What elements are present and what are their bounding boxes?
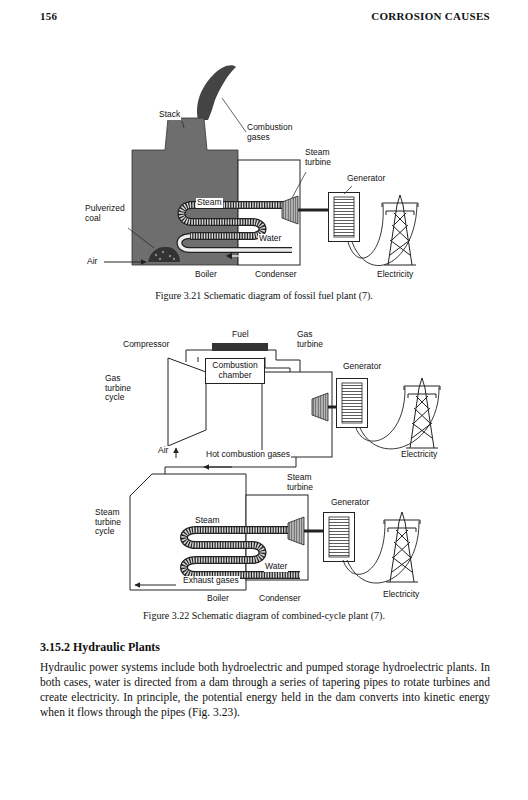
part-label: Stack: [158, 110, 181, 120]
boiler-body: Steam: [130, 474, 246, 590]
body-paragraph: Hydraulic power systems include both hyd…: [40, 660, 490, 720]
part-label: Gas turbine: [296, 330, 336, 349]
node-text: Combustion chamber: [206, 359, 264, 382]
part-label: Steam turbine: [304, 148, 348, 167]
part-label: Generator: [342, 362, 382, 372]
part-label: Boiler: [194, 270, 218, 280]
part-label: Compressor: [122, 340, 170, 350]
page-number: 156: [40, 10, 57, 22]
part-label: Generator: [346, 174, 386, 184]
figure-caption: Figure 3.22 Schematic diagram of combine…: [0, 610, 528, 621]
section-heading: 3.15.2 Hydraulic Plants: [40, 640, 160, 655]
part-label: Boiler: [206, 594, 230, 604]
part-label: Fuel: [231, 330, 250, 340]
part-label: Electricity: [382, 590, 420, 600]
part-label: Water: [264, 562, 288, 572]
part-label: Electricity: [400, 450, 438, 460]
part-label: Air: [86, 257, 98, 267]
part-label: Condenser: [258, 594, 302, 604]
running-head: CORROSION CAUSES: [300, 10, 490, 22]
part-label: Electricity: [376, 270, 414, 280]
part-label: Air: [157, 446, 169, 456]
part-label: Combustion gases: [246, 123, 302, 142]
boiler-body: Steam: [132, 150, 238, 265]
cycle-label: Steam turbine cycle: [94, 508, 130, 537]
flow-label: Hot combustion gases: [205, 450, 291, 460]
node-text: Steam: [194, 516, 221, 526]
figure-caption: Figure 3.21 Schematic diagram of fossil …: [0, 290, 528, 301]
part-label: Water: [258, 234, 282, 244]
combustion-chamber: Combustion chamber: [205, 358, 265, 384]
part-label: Generator: [330, 498, 370, 508]
flow-label: Exhaust gases: [182, 576, 240, 586]
part-label: Pulverized coal: [84, 204, 130, 223]
node-text: Steam: [196, 198, 223, 208]
part-label: Condenser: [254, 270, 298, 280]
cycle-label: Gas turbine cycle: [104, 374, 140, 403]
part-label: Steam turbine: [286, 473, 330, 492]
